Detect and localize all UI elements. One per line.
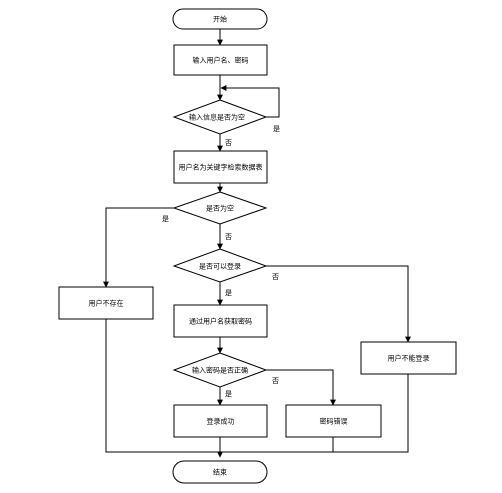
node-start: 开始	[172, 8, 268, 30]
login-ok-process	[173, 404, 268, 438]
login-ok-label: 登录成功	[207, 417, 235, 426]
node-search: 用户名为关键字检索数据表	[173, 150, 268, 184]
label-check-yes: 是	[273, 125, 280, 133]
label-check-no: 否	[225, 139, 232, 147]
node-check-info: 输入信息是否为空	[172, 99, 268, 135]
input-process	[173, 44, 268, 76]
check-info-decision	[172, 99, 268, 135]
node-user-not-exist: 用户不存在	[58, 286, 154, 320]
edge-notexist-end	[105, 319, 220, 453]
node-pwd-correct: 输入密码是否正确	[172, 352, 268, 388]
node-input: 输入用户名、密码	[173, 44, 268, 76]
pwd-correct-decision	[172, 352, 268, 388]
can-login-decision	[172, 248, 268, 283]
end-label: 结束	[213, 468, 227, 477]
label-empty-yes: 是	[162, 215, 169, 223]
node-cannot-login: 用户不能登录	[360, 341, 457, 375]
search-label: 用户名为关键字检索数据表	[179, 163, 263, 172]
search-process	[173, 150, 268, 184]
start-terminal	[172, 8, 268, 30]
end-terminal	[172, 460, 268, 484]
edge-login-no	[266, 265, 411, 343]
start-label: 开始	[213, 15, 227, 24]
label-pwd-yes: 是	[225, 390, 232, 398]
pwd-wrong-process	[285, 404, 382, 438]
check-info-label: 输入信息是否为空	[189, 113, 245, 122]
edge-wrong-end	[220, 437, 334, 453]
can-login-label: 是否可以登录	[199, 262, 241, 271]
node-is-empty: 是否为空	[172, 191, 268, 225]
get-password-process	[173, 304, 268, 338]
label-empty-no: 否	[225, 233, 232, 241]
node-pwd-wrong: 密码错误	[285, 404, 382, 438]
edge-labels: 是 否 是 否 否 是 否 是	[162, 125, 280, 398]
edge-empty-yes	[103, 207, 174, 288]
connectors	[103, 29, 411, 458]
edge-cannot-end	[333, 374, 409, 453]
is-empty-label: 是否为空	[206, 204, 234, 213]
is-empty-decision	[172, 191, 268, 225]
edge-pwd-no	[266, 369, 336, 406]
user-not-exist-process	[58, 286, 154, 320]
label-login-no: 否	[272, 273, 279, 281]
node-can-login: 是否可以登录	[172, 248, 268, 283]
cannot-login-process	[360, 341, 457, 375]
input-label: 输入用户名、密码	[193, 56, 249, 65]
pwd-correct-label: 输入密码是否正确	[192, 366, 248, 375]
node-login-ok: 登录成功	[173, 404, 268, 438]
user-not-exist-label: 用户不存在	[89, 299, 124, 308]
node-get-password: 通过用户名获取密码	[173, 304, 268, 338]
label-pwd-no: 否	[272, 377, 279, 385]
edge-check-loop	[220, 85, 280, 118]
get-password-label: 通过用户名获取密码	[189, 317, 252, 326]
pwd-wrong-label: 密码错误	[320, 417, 348, 426]
cannot-login-label: 用户不能登录	[388, 354, 430, 363]
label-login-yes: 是	[225, 289, 232, 297]
node-end: 结束	[172, 460, 268, 484]
